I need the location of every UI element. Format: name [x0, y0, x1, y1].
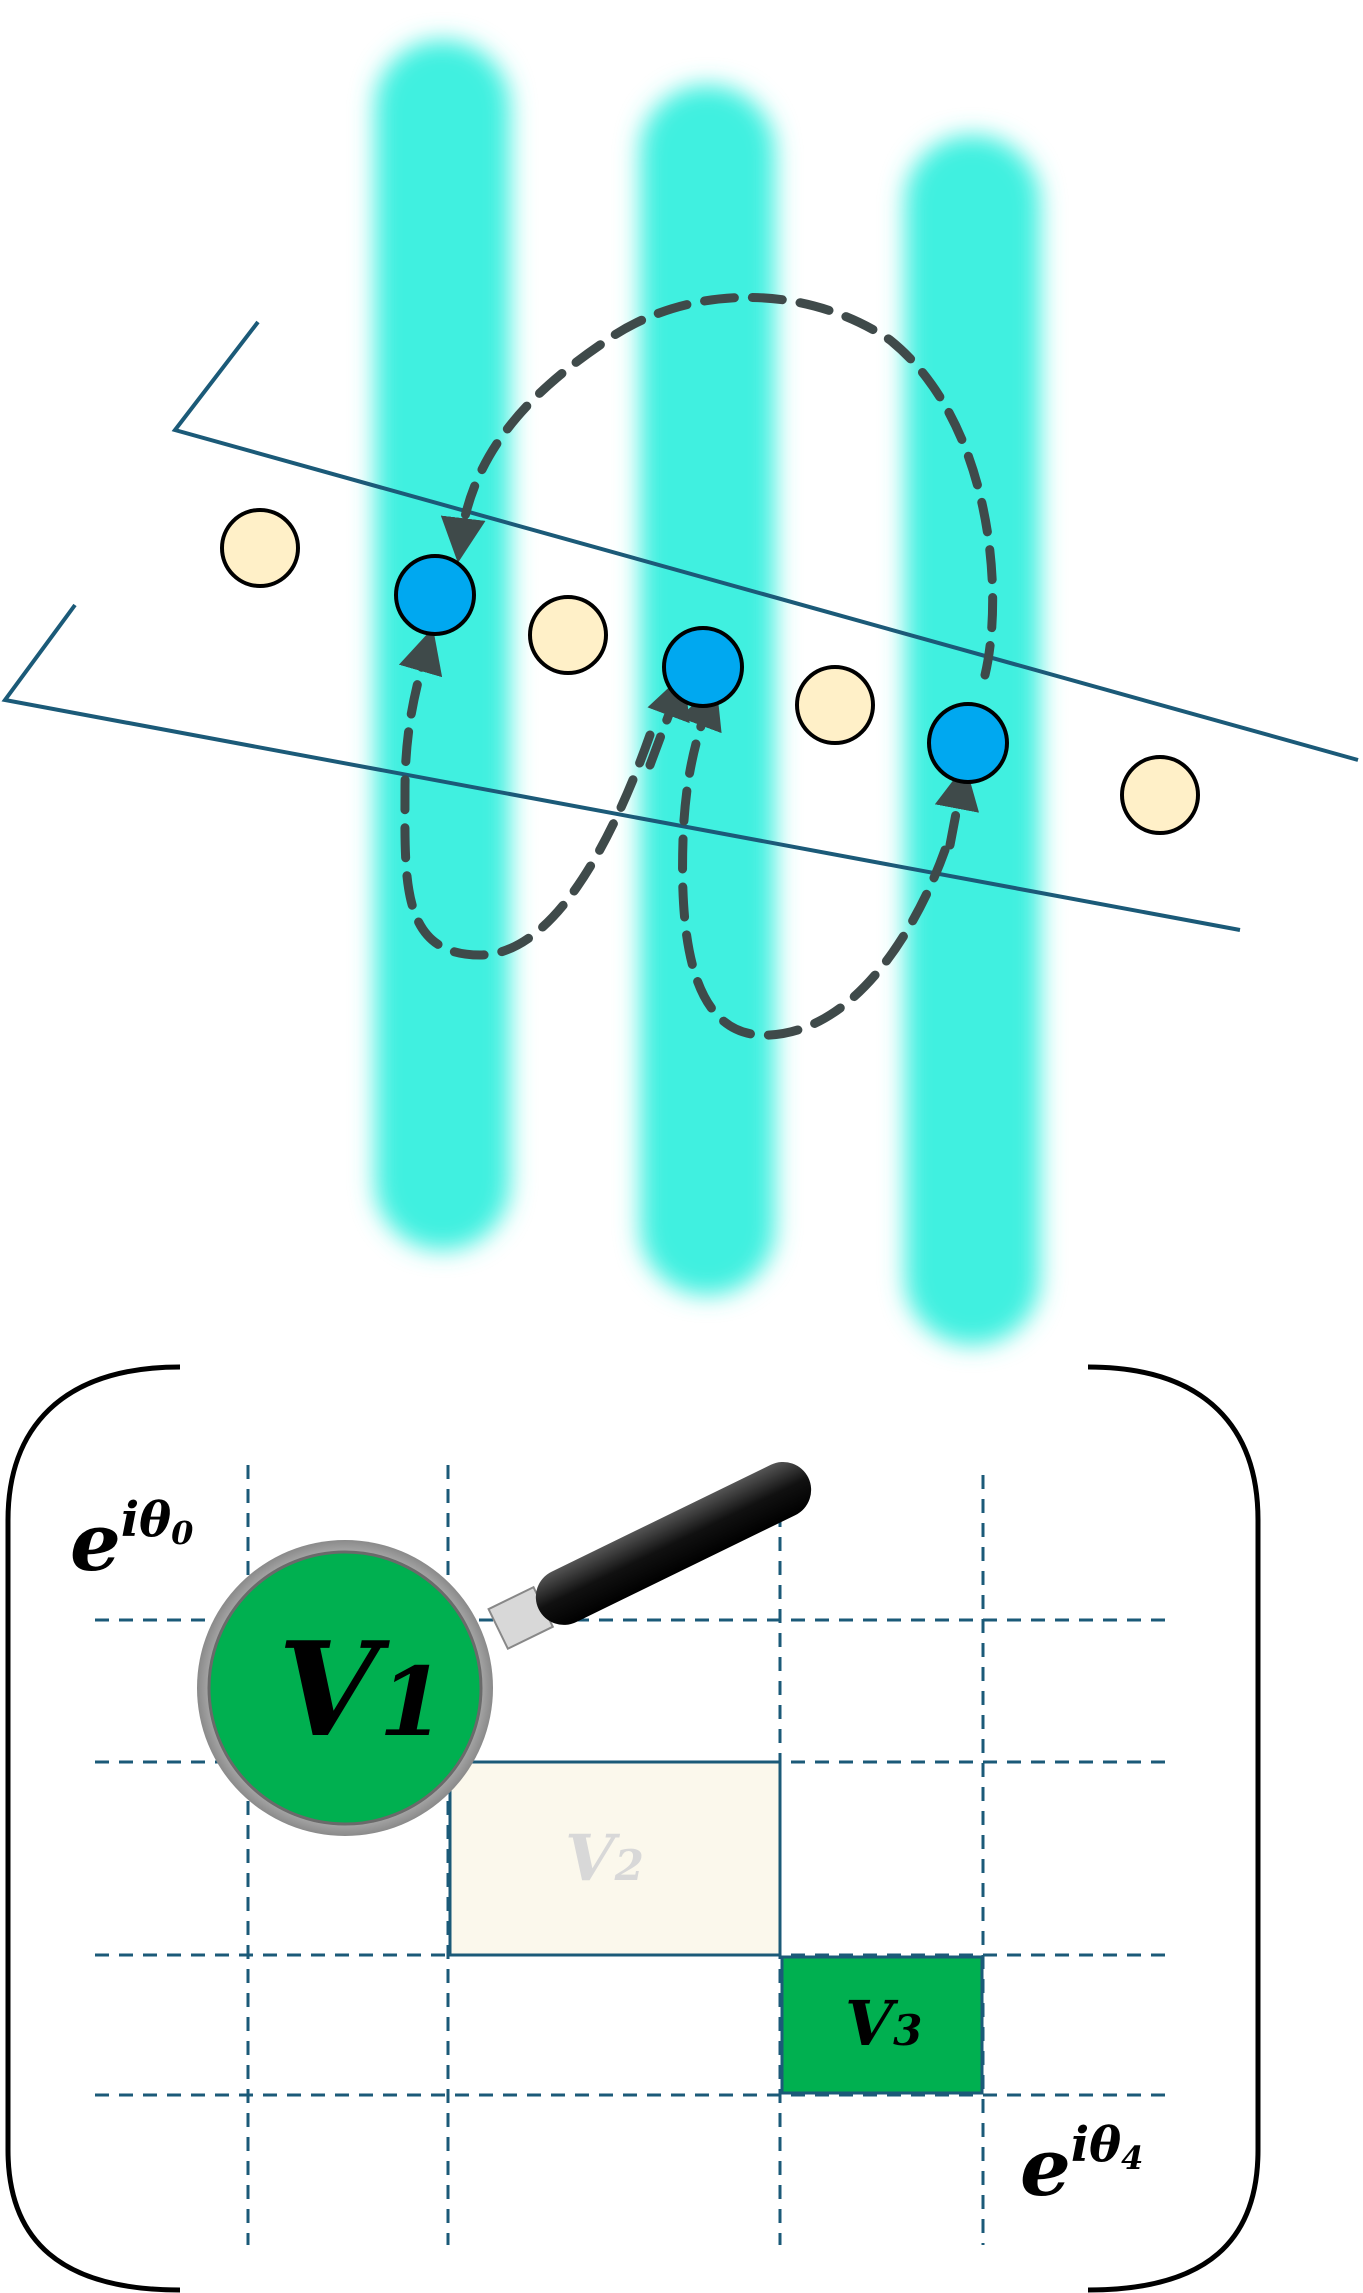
svg-text:V3: V3 — [845, 1987, 922, 2060]
phase-exponent: iθ — [1071, 2117, 1121, 2173]
atom-empty — [528, 595, 608, 675]
phase-subscript: 4 — [1121, 2139, 1143, 2177]
block-v2: V2 — [448, 1760, 782, 1957]
transport-path-short-arrow-left — [645, 673, 690, 770]
laser-beam — [375, 40, 510, 1250]
block-v3-label: V — [845, 1987, 899, 2060]
atom-filled — [394, 554, 476, 636]
atom-row — [220, 508, 1200, 835]
magnifier-icon: V1 — [197, 1461, 812, 1836]
transport-path-left-loop — [398, 627, 655, 960]
matrix-brackets — [5, 1364, 1261, 2293]
phase-base: e — [1020, 2120, 1071, 2214]
svg-text:V2: V2 — [565, 1821, 644, 1896]
block-v1 — [207, 1550, 483, 1826]
trap-lower-edge — [1, 603, 1241, 932]
matrix-right-bracket — [1087, 1364, 1261, 2293]
magnifier-handle — [487, 1461, 812, 1651]
phase-label-bottom-right: eiθ4 — [1020, 2117, 1143, 2214]
atom-transport-paths — [398, 292, 998, 1040]
transport-path-right-loop — [678, 683, 950, 1040]
atom-filled — [662, 626, 744, 708]
block-v3: V3 — [780, 1955, 984, 2095]
phase-exponent: iθ — [121, 1492, 171, 1548]
block-v1-label: V — [278, 1613, 390, 1766]
transport-path-short-arrow-right — [934, 764, 980, 850]
block-v2-subscript: 2 — [614, 1841, 644, 1890]
atom-empty — [220, 508, 300, 588]
atom-trap-channel — [1, 320, 1359, 932]
atom-filled — [927, 702, 1009, 784]
block-v2-label: V — [565, 1821, 621, 1896]
svg-text:V1: V1 — [278, 1613, 445, 1766]
atom-empty — [795, 665, 875, 745]
block-v1-subscript: 1 — [379, 1647, 445, 1758]
atom-empty — [1120, 755, 1200, 835]
transport-path-large-loop — [440, 292, 998, 680]
trap-upper-edge — [171, 320, 1359, 762]
phase-base: e — [70, 1495, 121, 1589]
phase-label-top-left: eiθ0 — [70, 1492, 193, 1589]
phase-subscript: 0 — [171, 1514, 193, 1552]
matrix-left-bracket — [5, 1364, 181, 2293]
block-v3-subscript: 3 — [893, 2006, 922, 2055]
